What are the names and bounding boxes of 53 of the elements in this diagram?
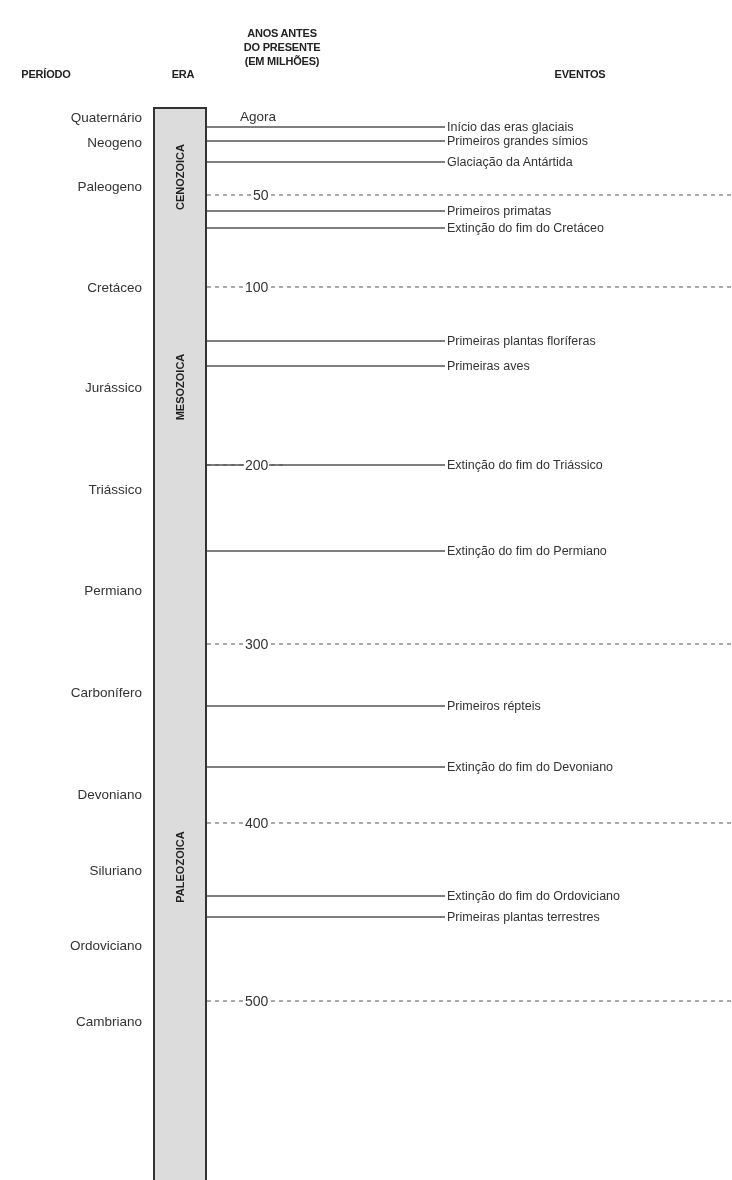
timeline-bar <box>153 107 207 1180</box>
period-label: Paleogeno <box>77 179 142 195</box>
event-label: Primeiras aves <box>445 359 532 373</box>
era-label: MESOZOICA <box>174 353 186 421</box>
leader-line <box>206 365 446 367</box>
scale-number: 500 <box>244 993 270 1009</box>
period-label: Cambriano <box>75 1014 142 1030</box>
scale-number: 300 <box>244 636 270 652</box>
column-header: ANOS ANTES DO PRESENTE (EM MILHÕES) <box>242 26 322 68</box>
leader-line <box>206 766 446 768</box>
scale-number: 400 <box>244 815 270 831</box>
leader-line <box>206 161 446 163</box>
period-label: Ordoviciano <box>69 938 142 954</box>
leader-line <box>206 140 446 142</box>
period-label: Carbonífero <box>70 685 142 701</box>
column-header: ERA <box>171 67 195 81</box>
event-label: Extinção do fim do Ordoviciano <box>445 889 622 903</box>
period-label: Neogeno <box>87 135 142 151</box>
event-label: Primeiras plantas terrestres <box>445 910 602 924</box>
event-label: Início das eras glaciais <box>445 120 576 134</box>
scale-number: 200 <box>244 457 270 473</box>
leader-line <box>206 340 446 342</box>
leader-line <box>206 916 446 918</box>
event-label: Glaciação da Antártida <box>445 155 575 169</box>
event-label: Extinção do fim do Permiano <box>445 544 609 558</box>
leader-line <box>206 705 446 707</box>
event-label: Primeiros répteis <box>445 699 543 713</box>
column-header: EVENTOS <box>554 67 606 81</box>
period-label: Cretáceo <box>87 280 142 296</box>
event-label: Extinção do fim do Triássico <box>445 458 605 472</box>
event-label: Primeiros primatas <box>445 204 554 218</box>
event-label: Primeiros grandes símios <box>445 134 590 148</box>
leader-line <box>206 227 446 229</box>
leader-line <box>206 126 446 128</box>
period-label: Devoniano <box>77 787 142 803</box>
period-label: Quaternário <box>70 110 142 126</box>
period-label: Siluriano <box>89 863 142 879</box>
period-label: Triássico <box>88 482 142 498</box>
column-header: PERÍODO <box>21 67 71 81</box>
era-label: CENOZOICA <box>174 144 186 210</box>
leader-line <box>206 210 446 212</box>
event-label: Extinção do fim do Cretáceo <box>445 221 607 235</box>
scale-number: 100 <box>244 279 270 295</box>
period-label: Permiano <box>84 583 142 599</box>
leader-line <box>206 464 446 466</box>
leader-line <box>206 895 446 897</box>
time-label: Agora <box>240 109 277 125</box>
period-label: Jurássico <box>84 380 142 396</box>
era-label: PALEOZOICA <box>174 831 186 903</box>
scale-number: 50 <box>252 187 270 203</box>
event-label: Primeiras plantas floríferas <box>445 334 598 348</box>
leader-line <box>206 550 446 552</box>
event-label: Extinção do fim do Devoniano <box>445 760 616 774</box>
